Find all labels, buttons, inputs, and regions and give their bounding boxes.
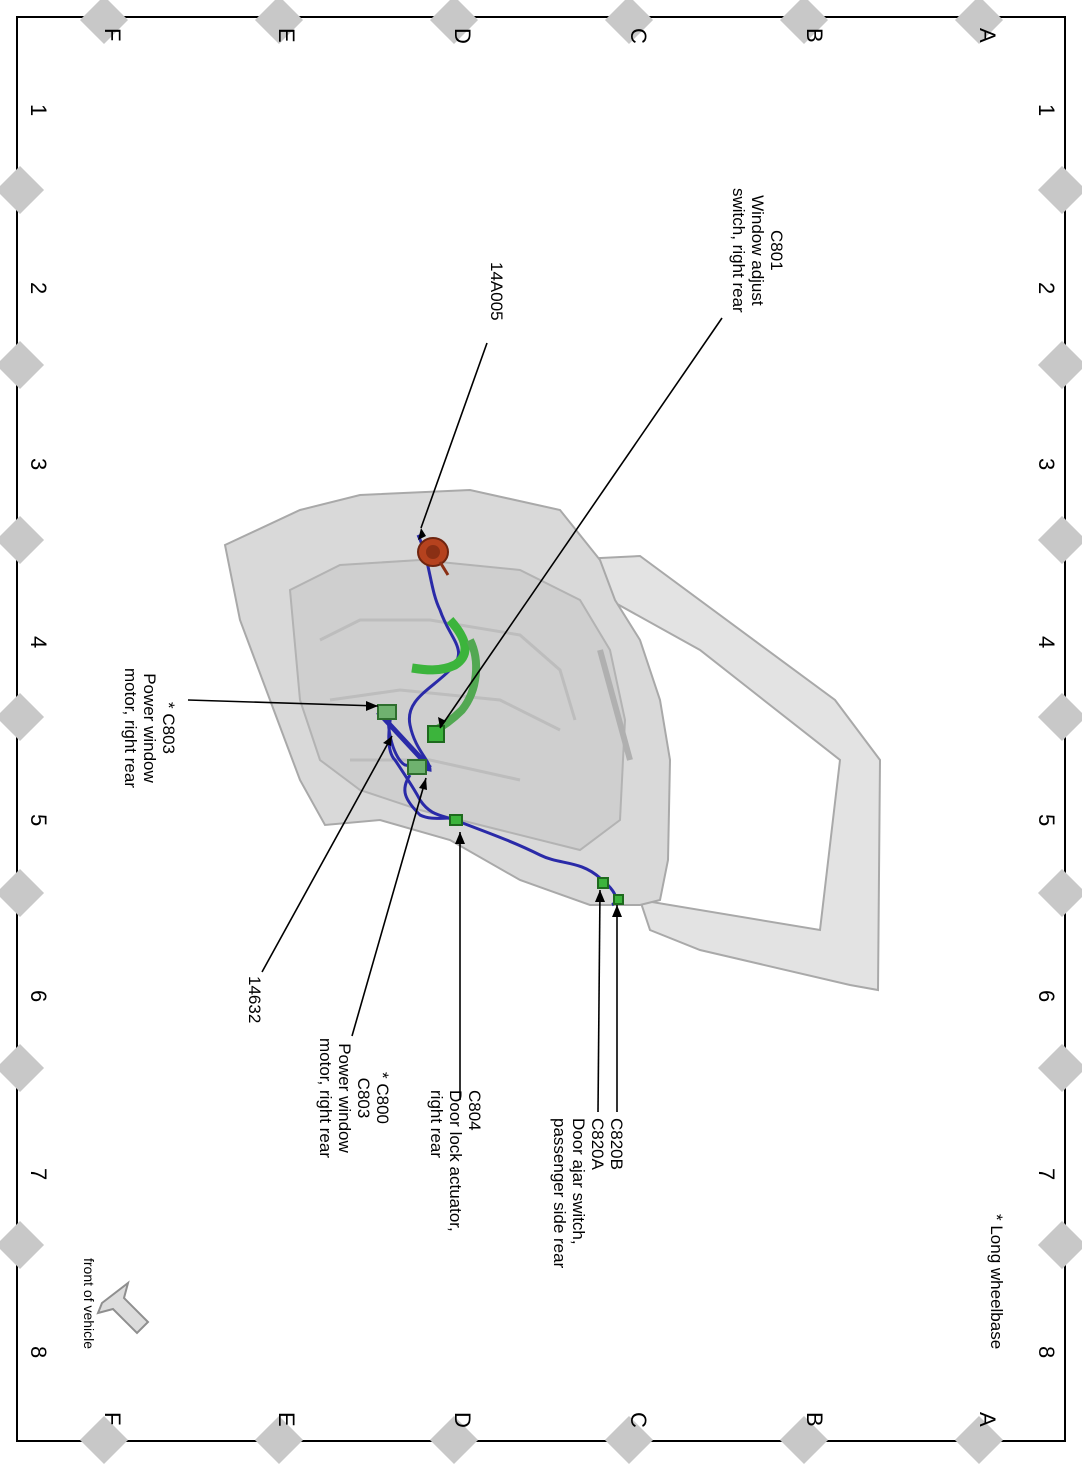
leader-c801: [439, 317, 723, 729]
grid-right-8: 8: [1034, 1346, 1059, 1359]
grid-left-4: 4: [26, 636, 51, 649]
grid-right-3: 3: [1034, 458, 1059, 471]
grid-right-5: 5: [1034, 814, 1059, 827]
note-front-of-vehicle: front of vehicle: [81, 1258, 97, 1350]
leader-c820a: [597, 889, 601, 1113]
grid-left-1: 1: [26, 104, 51, 117]
label-c804: C804 Door lock actuator, right rear: [427, 1090, 484, 1232]
grid-right-1: 1: [1034, 104, 1059, 117]
leader-lines: [187, 317, 723, 1113]
arrow-heads: [366, 528, 622, 917]
grid-right-2: 2: [1034, 282, 1059, 295]
label-c803-top: * C803 Power window motor, right rear: [121, 668, 178, 788]
grid-left-3: 3: [26, 458, 51, 471]
leader-14a005: [420, 342, 488, 529]
grid-top-b: B: [802, 28, 827, 43]
connector-c804: [449, 814, 463, 826]
connector-c803-top: [377, 704, 397, 720]
grid-left-6: 6: [26, 990, 51, 1003]
leader-c800: [351, 777, 427, 1037]
label-c820: C820B C820A Door ajar switch, passenger …: [550, 1118, 626, 1269]
front-arrow-icon: [96, 1280, 150, 1335]
grid-top-a: A: [975, 28, 1000, 43]
grid-left-2: 2: [26, 282, 51, 295]
grid-top-f: F: [100, 28, 125, 42]
grommet-14a005: [417, 537, 450, 576]
connector-c820b: [597, 877, 609, 889]
door-inner-panel: [288, 558, 627, 852]
grid-bottom-c: C: [626, 1412, 651, 1428]
leader-c803-top: [187, 699, 379, 707]
grid-bottom-a: A: [975, 1412, 1000, 1427]
connector-c800: [407, 759, 427, 775]
grid-bottom-b: B: [802, 1412, 827, 1427]
grid-left-7: 7: [26, 1168, 51, 1181]
connector-c820a: [613, 894, 624, 905]
harness-conduit: [411, 616, 470, 675]
label-c801: C801 Window adjust switch, right rear: [729, 188, 786, 313]
label-14a005: 14A005: [487, 262, 506, 321]
grid-bottom-e: E: [274, 1412, 299, 1427]
grid-top-d: D: [450, 28, 475, 44]
grid-left-8: 8: [26, 1346, 51, 1359]
leader-14632: [261, 735, 393, 973]
door-window-frame: [557, 554, 882, 992]
connector-c801: [427, 725, 445, 743]
grid-left-5: 5: [26, 814, 51, 827]
grid-top-e: E: [274, 28, 299, 43]
grid-bottom-f: F: [100, 1412, 125, 1426]
label-14632: 14632: [245, 976, 264, 1024]
grid-top-c: C: [626, 28, 651, 44]
grid-right-6: 6: [1034, 990, 1059, 1003]
grid-right-4: 4: [1034, 636, 1059, 649]
grid-right-7: 7: [1034, 1168, 1059, 1181]
note-long-wheelbase: * Long wheelbase: [987, 1214, 1006, 1350]
label-c800-c803: * C800 C803 Power window motor, right re…: [316, 1038, 392, 1158]
grid-bottom-d: D: [450, 1412, 475, 1428]
